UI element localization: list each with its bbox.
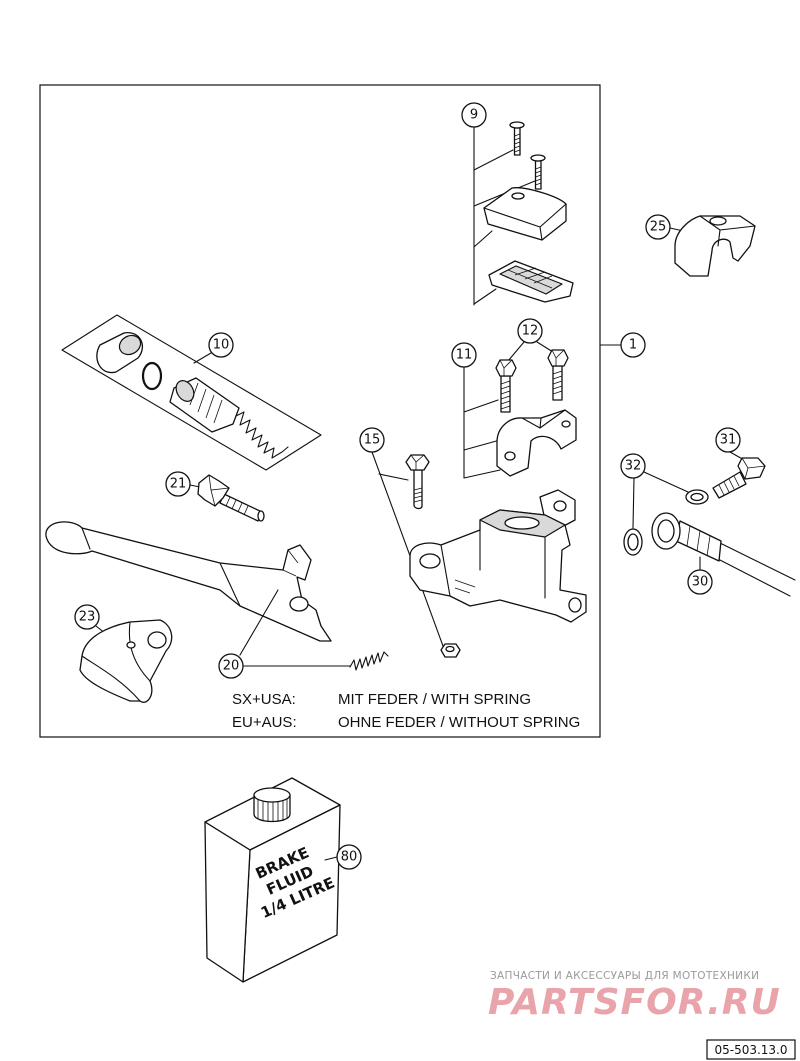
handlebar-clamp <box>496 409 577 477</box>
svg-text:25: 25 <box>650 220 667 235</box>
handlebar-clamp-set <box>463 341 577 479</box>
callout-12: 12 <box>517 318 543 344</box>
callout-11: 11 <box>451 342 477 368</box>
callout-80: 80 <box>336 844 362 870</box>
svg-text:11: 11 <box>456 348 473 363</box>
callout-23: 23 <box>74 604 100 630</box>
piston <box>169 377 240 433</box>
svg-text:12: 12 <box>522 324 539 339</box>
callout-30: 30 <box>687 569 713 595</box>
callout-31: 31 <box>715 427 741 453</box>
reference-number: 05-503.13.0 <box>714 1043 787 1057</box>
bottle-cap <box>253 787 291 823</box>
watermark-tagline: ЗАПЧАСТИ И АКСЕССУАРЫ ДЛЯ МОТОТЕХНИКИ <box>490 970 759 982</box>
svg-text:1: 1 <box>629 338 637 353</box>
callout-1: 1 <box>620 332 646 358</box>
brake-fluid-bottle: BRAKE FLUID 1/4 LITRE <box>204 777 341 983</box>
cover-screw <box>509 121 525 156</box>
svg-text:10: 10 <box>213 338 230 353</box>
svg-text:32: 32 <box>625 459 642 474</box>
watermark: ЗАПЧАСТИ И АКСЕССУАРЫ ДЛЯ МОТОТЕХНИКИ PA… <box>488 970 781 1023</box>
callout-25: 25 <box>645 214 671 240</box>
svg-text:9: 9 <box>470 108 478 123</box>
reservoir-clamp <box>669 215 756 277</box>
circlip <box>141 361 163 391</box>
svg-text:23: 23 <box>79 610 96 625</box>
callout-9: 9 <box>461 102 487 128</box>
pivot-nut <box>440 643 461 658</box>
variant-notes: SX+USA: MIT FEDER / WITH SPRING EU+AUS: … <box>232 691 580 731</box>
return-spring <box>235 411 289 459</box>
reservoir-cover <box>483 187 567 241</box>
pivot-bolt <box>405 454 430 510</box>
pivot-bolt-set <box>371 451 461 658</box>
cover-screw <box>530 154 546 190</box>
callout-32: 32 <box>620 453 646 479</box>
clamp-bolt <box>495 359 517 413</box>
master-cylinder-body <box>409 489 587 623</box>
hand-lever <box>45 521 332 642</box>
brake-hose <box>651 512 796 597</box>
callout-20: 20 <box>218 653 244 679</box>
lever-adjuster <box>189 474 265 522</box>
callout-10: 10 <box>208 332 234 358</box>
assembly-frame <box>39 84 601 738</box>
callout-21: 21 <box>165 471 191 497</box>
lever-boot <box>79 619 173 703</box>
reference-number-box: 05-503.13.0 <box>706 1039 796 1060</box>
variant-market: SX+USA: <box>232 691 296 708</box>
piston-kit <box>61 314 322 471</box>
variant-description: MIT FEDER / WITH SPRING <box>338 691 531 708</box>
variant-description: OHNE FEDER / WITHOUT SPRING <box>338 714 580 731</box>
svg-text:30: 30 <box>692 575 709 590</box>
svg-text:21: 21 <box>170 477 187 492</box>
banjo-bolt <box>712 451 766 499</box>
svg-text:80: 80 <box>341 850 358 865</box>
primary-cup <box>96 332 143 374</box>
callout-15: 15 <box>359 427 385 453</box>
reservoir-cover-set <box>473 121 574 306</box>
variant-market: EU+AUS: <box>232 714 297 731</box>
svg-text:15: 15 <box>364 433 381 448</box>
lever-spring <box>349 651 389 671</box>
sealing-washers <box>623 471 709 556</box>
watermark-logo: PARTSFOR.RU <box>488 982 781 1023</box>
clamp-bolt <box>547 349 569 401</box>
reservoir-diaphragm <box>488 260 574 303</box>
svg-text:20: 20 <box>223 659 240 674</box>
svg-text:31: 31 <box>720 433 737 448</box>
